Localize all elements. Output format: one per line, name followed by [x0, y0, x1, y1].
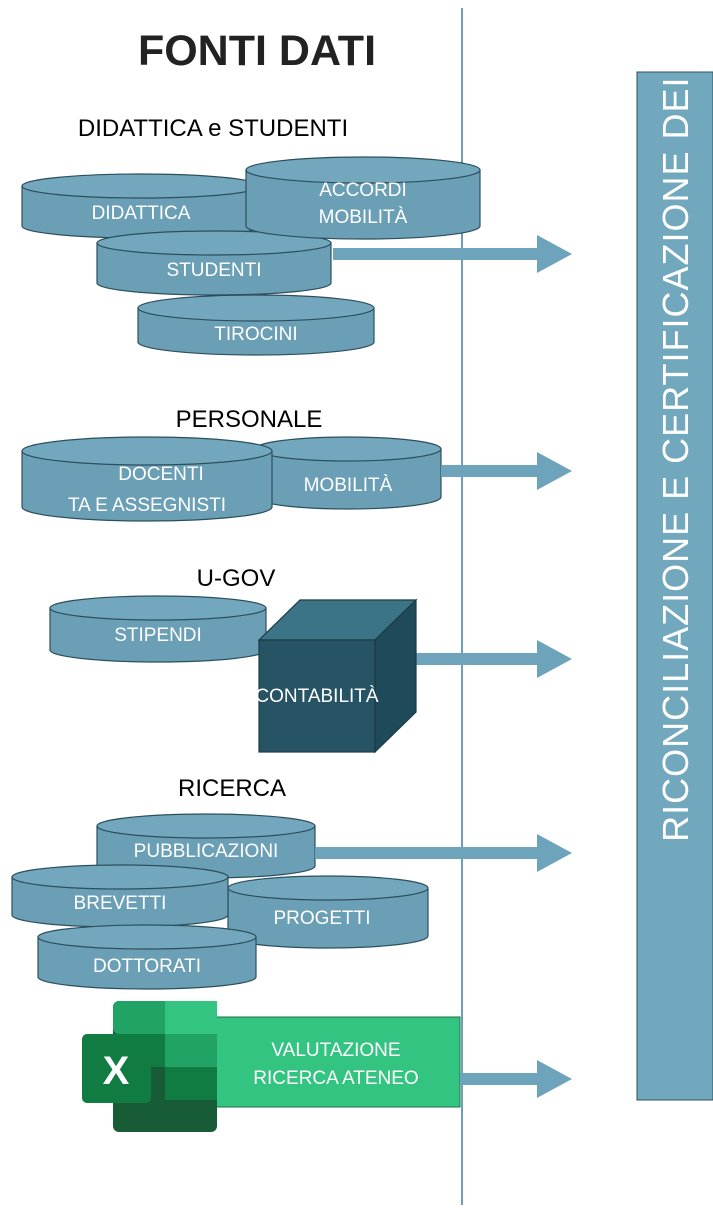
label-pubblicazioni: PUBBLICAZIONI: [134, 841, 279, 862]
reconciliation-label: RICONCILIAZIONE E CERTIFICAZIONE DEI DAT…: [655, 0, 696, 842]
cylinder-studenti: STUDENTI: [96, 230, 332, 296]
label-stipendi: STIPENDI: [114, 625, 202, 646]
section-heading-ricerca: RICERCA: [178, 775, 286, 802]
cylinder-progetti: PROGETTI: [227, 875, 429, 949]
label-docenti: DOCENTI: [118, 464, 204, 485]
section-heading-ugov: U-GOV: [197, 565, 276, 592]
section-heading-didattica: DIDATTICA e STUDENTI: [78, 115, 348, 142]
label-dottorati: DOTTORATI: [93, 956, 201, 977]
cylinder-dottorati: DOTTORATI: [37, 924, 257, 990]
arrow-didattica: [333, 235, 572, 273]
reconciliation-panel: RICONCILIAZIONE E CERTIFICAZIONE DEI DAT…: [636, 0, 713, 1101]
arrow-ricerca: [315, 834, 572, 872]
label-brevetti: BREVETTI: [74, 893, 167, 914]
label-valutazione: VALUTAZIONE: [271, 1040, 400, 1061]
label-didattica: DIDATTICA: [92, 203, 191, 224]
cube-contabilita: CONTABILITÀ: [255, 598, 418, 754]
cylinder-accordi-mobilita: ACCORDI MOBILITÀ: [245, 156, 481, 240]
label-ricerca-ateneo: RICERCA ATENEO: [253, 1068, 418, 1089]
label-tirocini: TIROCINI: [214, 324, 297, 345]
cylinder-stipendi: STIPENDI: [49, 595, 267, 663]
label-accordi: ACCORDI: [319, 180, 407, 201]
cylinder-brevetti: BREVETTI: [11, 864, 229, 928]
arrow-valutazione: [460, 1060, 572, 1098]
label-ta-assegnisti: TA E ASSEGNISTI: [68, 495, 226, 516]
cylinder-mobilita: MOBILITÀ: [254, 436, 442, 510]
label-mobilita: MOBILITÀ: [304, 475, 393, 496]
valutazione-box: [214, 1016, 461, 1108]
arrow-personale: [441, 452, 572, 490]
cylinder-docenti: DOCENTI TA E ASSEGNISTI: [21, 436, 273, 522]
arrow-ugov: [416, 640, 572, 678]
label-progetti: PROGETTI: [273, 908, 370, 929]
label-studenti: STUDENTI: [167, 260, 262, 281]
cylinder-tirocini: TIROCINI: [137, 294, 375, 356]
page-title: FONTI DATI: [138, 27, 376, 75]
excel-icon: X: [82, 1001, 217, 1132]
label-accordi-mobilita: MOBILITÀ: [319, 207, 408, 228]
label-contabilita: CONTABILITÀ: [255, 686, 378, 707]
cylinder-didattica: DIDATTICA: [21, 173, 261, 239]
excel-icon-letter: X: [103, 1049, 130, 1093]
section-heading-personale: PERSONALE: [176, 406, 323, 433]
